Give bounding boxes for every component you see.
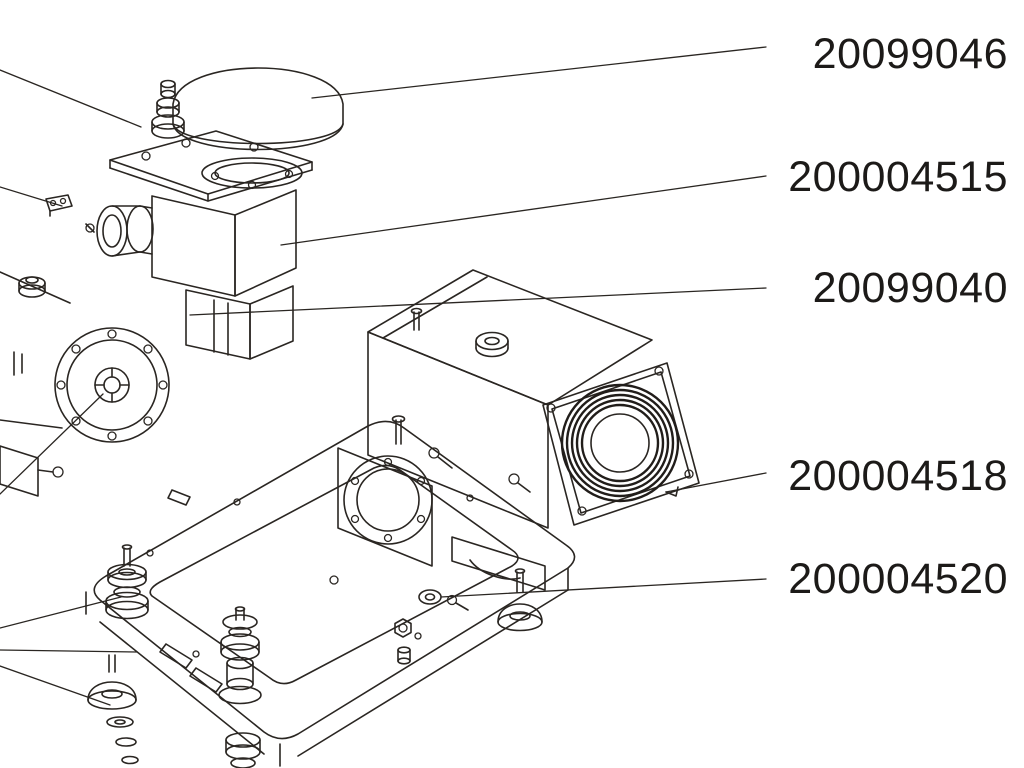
leader-lines: [0, 46, 767, 706]
fan-grille: [560, 383, 680, 503]
isolator-grommet: [418, 589, 469, 611]
body-bracket: [151, 189, 297, 360]
vibration-mount-5: [497, 568, 543, 632]
vibration-mount-3: [87, 654, 139, 765]
filler-cap: [475, 331, 509, 358]
boss-plate: [337, 415, 531, 567]
part-label-5: 200004520: [788, 555, 1008, 603]
fan-bracket: [451, 536, 546, 591]
vibration-mount-1: [105, 544, 149, 620]
vibration-mount-2: [218, 606, 262, 705]
valve-stack: [151, 79, 185, 139]
part-label-3: 20099040: [812, 264, 1008, 312]
part-label-4: 200004518: [788, 452, 1008, 500]
part-label-1: 20099046: [812, 30, 1008, 78]
gearbox-face: [0, 271, 170, 497]
pump-head-assembly: [45, 67, 344, 360]
top-bolt: [410, 307, 423, 331]
part-label-2: 200004515: [788, 153, 1008, 201]
vibration-mount-4: [225, 732, 261, 768]
flange-ring: [201, 157, 303, 190]
fan-assembly: [451, 362, 700, 591]
clip-fitting: [45, 194, 73, 217]
mounting-plate: [109, 130, 313, 202]
hex-nut: [394, 618, 412, 665]
side-port: [85, 205, 154, 257]
dome-cap: [172, 67, 344, 151]
chassis-frame: [85, 420, 576, 767]
main-housing: [367, 269, 653, 529]
